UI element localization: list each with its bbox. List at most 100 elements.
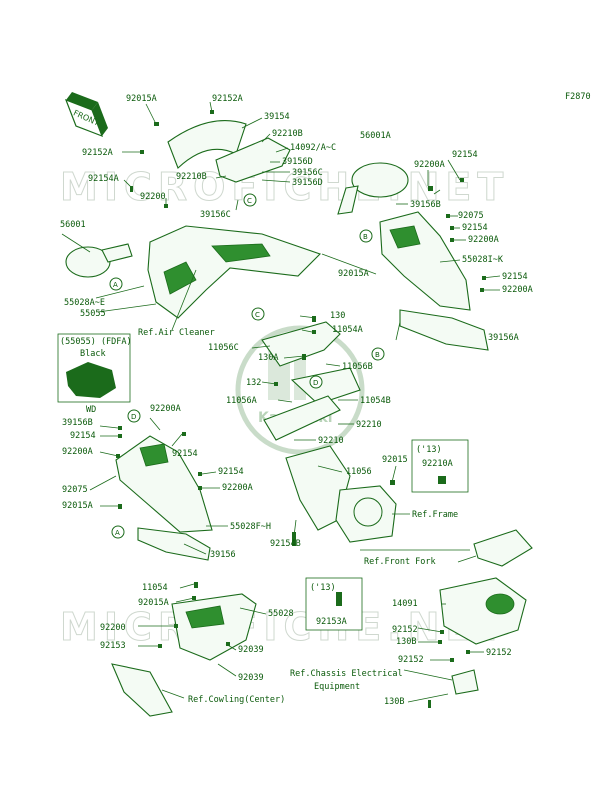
callout-d-left: D xyxy=(127,409,141,423)
label-14092: 14092/A~C xyxy=(290,143,336,153)
label-92210B-a: 92210B xyxy=(272,129,303,139)
inset-13a-year: ('13) xyxy=(416,445,442,455)
callout-a-bottom: A xyxy=(111,525,125,539)
svg-text:C: C xyxy=(255,311,260,319)
callout-c-top: C xyxy=(243,193,257,207)
label-55055: 55055 xyxy=(80,309,106,319)
label-92154-e: 92154 xyxy=(172,449,198,459)
label-92200A-d: 92200A xyxy=(150,404,181,414)
svg-text:A: A xyxy=(115,529,120,537)
label-92200-b: 92200 xyxy=(100,623,126,633)
label-ref-front-fork: Ref.Front Fork xyxy=(364,557,436,567)
bracket-assembly-part xyxy=(261,321,397,543)
label-39156B-b: 39156B xyxy=(62,418,93,428)
label-92154B: 92154B xyxy=(270,539,301,549)
label-92154-d: 92154 xyxy=(70,431,96,441)
inset-13b-year: ('13) xyxy=(310,583,336,593)
label-92075-a: 92075 xyxy=(458,211,484,221)
label-92015A-a: 92015A xyxy=(126,94,157,104)
label-130B-b: 130B xyxy=(384,697,404,707)
label-92015: 92015 xyxy=(382,455,408,465)
label-92210-a: 92210 xyxy=(356,420,382,430)
windshield-part xyxy=(167,120,247,169)
label-92015A-b: 92015A xyxy=(338,269,369,279)
label-92039-b: 92039 xyxy=(238,673,264,683)
fork-bridge-part xyxy=(473,529,533,567)
label-ref-cowling-center: Ref.Cowling(Center) xyxy=(188,695,285,705)
label-14091: 14091 xyxy=(392,599,418,609)
left-lower-cowl-part xyxy=(115,435,213,533)
inset-13b-part: 92153A xyxy=(316,617,347,627)
label-39156: 39156 xyxy=(210,550,236,560)
label-92154-f: 92154 xyxy=(218,467,244,477)
grommet-part xyxy=(451,669,479,695)
inset-13a-part: 92210A xyxy=(422,459,453,469)
label-11056C: 11056C xyxy=(208,343,239,353)
right-mirror-part xyxy=(337,162,409,215)
callout-b-right: B xyxy=(359,229,373,243)
inset-caption: WD xyxy=(86,405,96,415)
svg-text:D: D xyxy=(131,413,136,421)
label-39156A: 39156A xyxy=(488,333,519,343)
label-39156C-a: 39156C xyxy=(292,168,323,178)
label-equipment: Equipment xyxy=(314,682,360,692)
label-56001A: 56001A xyxy=(360,131,391,141)
label-92200A-e: 92200A xyxy=(62,447,93,457)
svg-text:C: C xyxy=(247,197,252,205)
label-11056A: 11056A xyxy=(226,396,257,406)
label-92200A-a: 92200A xyxy=(414,160,445,170)
label-130B-a: 130B xyxy=(396,637,416,647)
right-side-cowl-part xyxy=(379,211,471,311)
label-55028: 55028 xyxy=(268,609,294,619)
label-92154-c: 92154 xyxy=(502,272,528,282)
inner-cover-part xyxy=(215,137,291,183)
label-11054A: 11054A xyxy=(332,325,363,335)
label-11054B: 11054B xyxy=(360,396,391,406)
callout-b-mid: B xyxy=(371,347,385,361)
label-92200A-f: 92200A xyxy=(222,483,253,493)
label-92210B-b: 92210B xyxy=(176,172,207,182)
label-56001: 56001 xyxy=(60,220,86,230)
callout-a-top: A xyxy=(109,277,123,291)
fastener-marks xyxy=(116,110,486,708)
right-panel-part xyxy=(399,309,489,351)
label-130: 130 xyxy=(330,311,345,321)
svg-text:D: D xyxy=(313,379,318,387)
label-92075-b: 92075 xyxy=(62,485,88,495)
inset-code: (55055) (FDFA) xyxy=(60,337,132,347)
label-92015A-c: 92015A xyxy=(62,501,93,511)
label-92200A-b: 92200A xyxy=(468,235,499,245)
figure-code: F2870 xyxy=(565,92,591,102)
inner-panel-part xyxy=(171,593,257,661)
svg-text:B: B xyxy=(363,233,368,241)
label-11054: 11054 xyxy=(142,583,168,593)
label-ref-frame: Ref.Frame xyxy=(412,510,458,520)
label-92154A: 92154A xyxy=(88,174,119,184)
label-39156D-a: 39156D xyxy=(282,157,313,167)
inset-color-variant: (55055) (FDFA) Black WD xyxy=(57,333,132,415)
label-11056: 11056 xyxy=(346,467,372,477)
label-92039-a: 92039 xyxy=(238,645,264,655)
inset-2013-b: ('13) 92153A xyxy=(305,577,363,631)
label-92152A-b: 92152A xyxy=(82,148,113,158)
front-arrow-icon: FRONT xyxy=(64,92,108,138)
upper-cowling-part xyxy=(147,225,322,319)
label-92152-a: 92152 xyxy=(392,625,418,635)
label-55028I-K: 55028I~K xyxy=(462,255,504,265)
inset-2013-a: ('13) 92210A xyxy=(411,439,469,493)
label-ref-chassis: Ref.Chassis Electrical xyxy=(290,669,403,679)
label-132: 132 xyxy=(246,378,261,388)
svg-text:B: B xyxy=(375,351,380,359)
center-cowl-part xyxy=(111,663,173,717)
label-39156C-b: 39156C xyxy=(200,210,231,220)
label-92210-b: 92210 xyxy=(318,436,344,446)
left-mirror-part xyxy=(65,243,133,278)
leader-lines xyxy=(61,101,501,703)
label-92153: 92153 xyxy=(100,641,126,651)
label-55028A-E: 55028A~E xyxy=(64,298,105,308)
svg-text:A: A xyxy=(113,281,118,289)
label-92154-a: 92154 xyxy=(452,150,478,160)
label-92200-a: 92200 xyxy=(140,192,166,202)
label-39154: 39154 xyxy=(264,112,290,122)
inset-color: Black xyxy=(80,349,106,359)
